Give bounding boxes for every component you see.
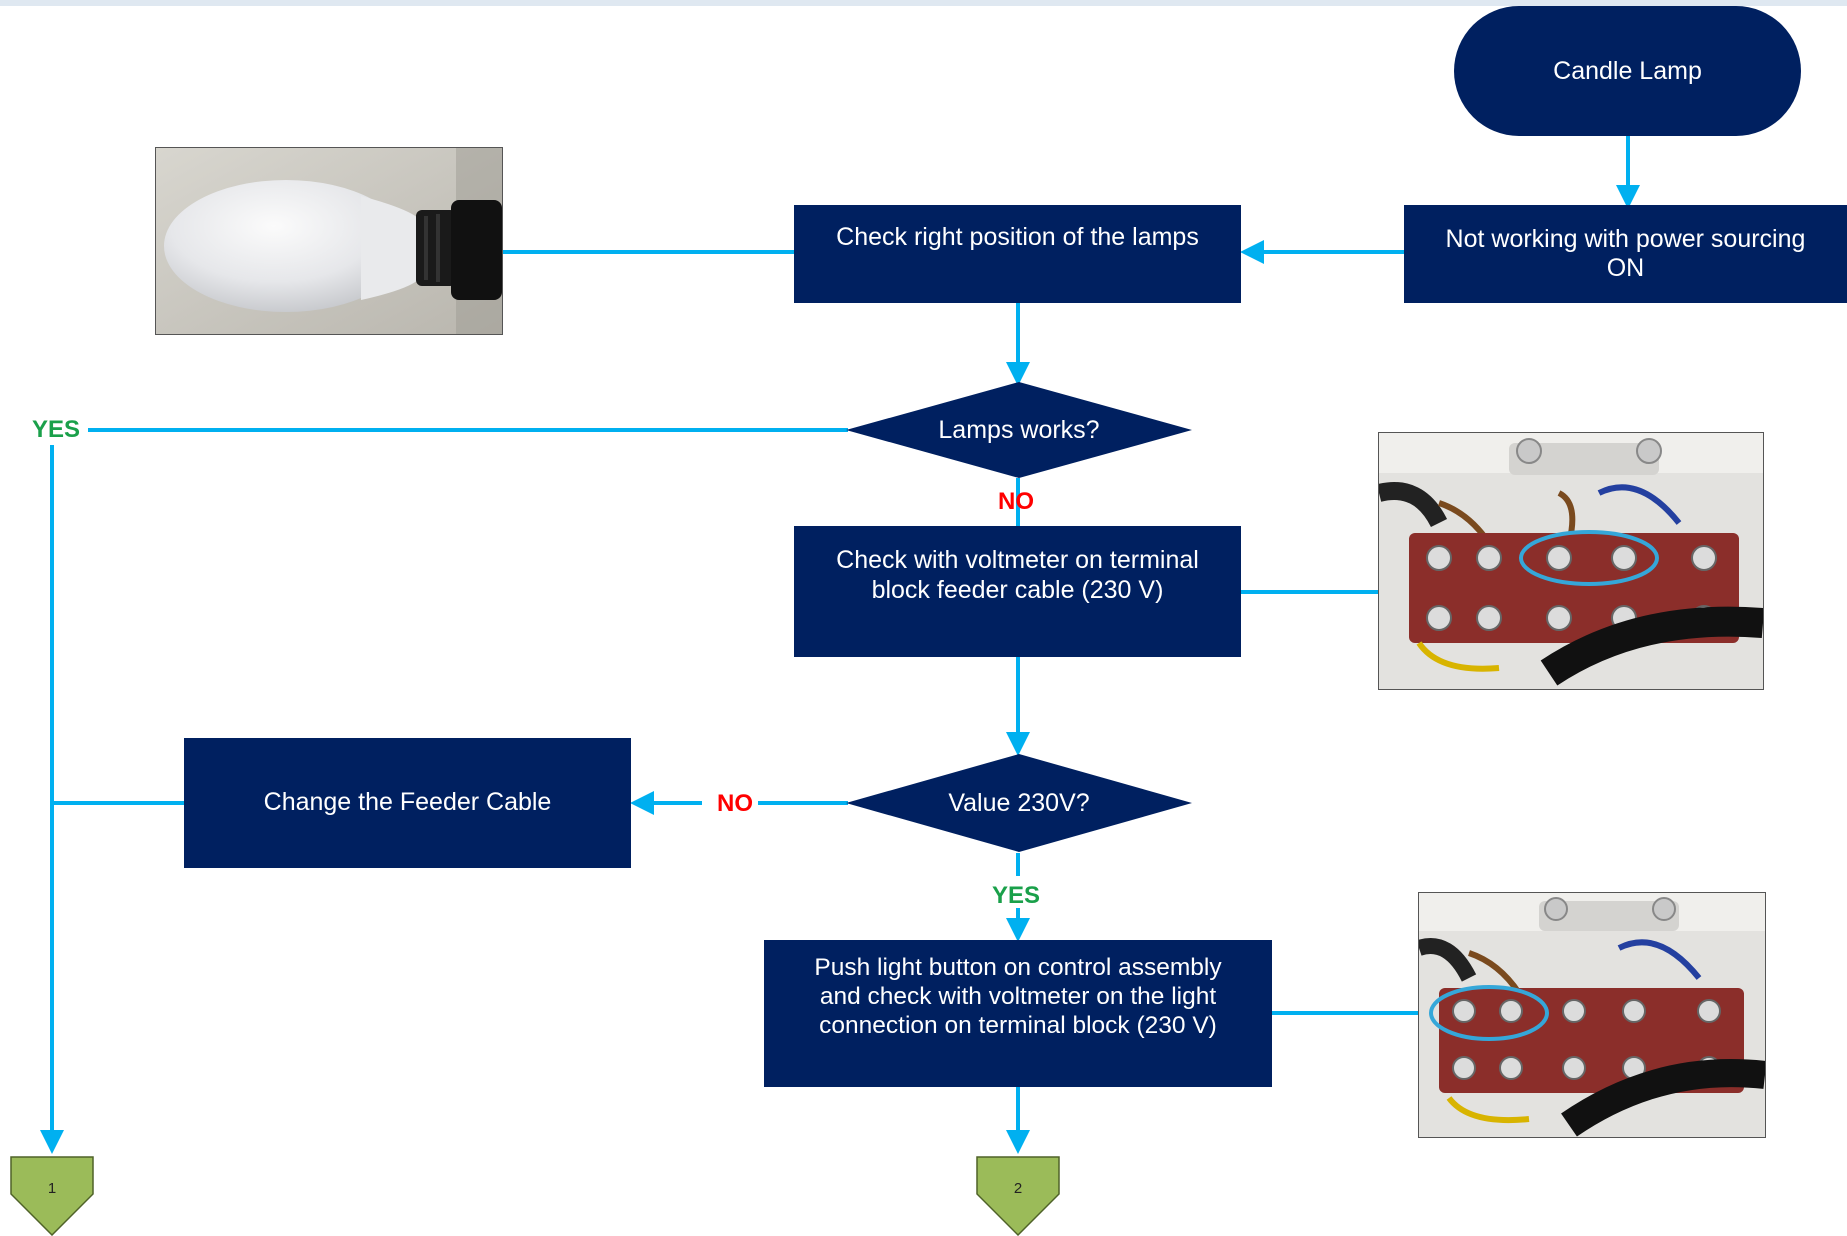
edge-label-value-yes: YES	[992, 882, 1041, 909]
step-not-working: Not working with power sourcing ON	[1404, 205, 1847, 303]
off-page-connector-2: 2	[976, 1156, 1060, 1236]
candle-lamp-photo	[155, 147, 503, 335]
edge-label-lamps-no: NO	[998, 488, 1034, 515]
decision-value-230: Value 230V?	[846, 754, 1192, 852]
start-terminator: Candle Lamp	[1454, 6, 1801, 136]
decision-lamps-works-label: Lamps works?	[938, 415, 1100, 444]
step-not-working-label: Not working with power sourcing ON	[1445, 224, 1806, 283]
step-check-position: Check right position of the lamps	[794, 205, 1241, 303]
decision-value-230-label: Value 230V?	[948, 788, 1090, 817]
step-check-position-label: Check right position of the lamps	[836, 223, 1199, 251]
terminal-block-photo-light	[1418, 892, 1766, 1138]
decision-lamps-works: Lamps works?	[846, 382, 1192, 478]
off-page-connector-1-shape	[10, 1156, 94, 1236]
off-page-connector-1-label: 1	[47, 1180, 57, 1197]
terminal-block-photo-feeder	[1378, 432, 1764, 690]
edge-label-value-no: NO	[717, 790, 753, 817]
step-change-feeder-label: Change the Feeder Cable	[263, 788, 552, 817]
step-change-feeder: Change the Feeder Cable	[184, 738, 631, 868]
step-push-button: Push light button on control assembly an…	[764, 940, 1272, 1087]
start-label: Candle Lamp	[1553, 56, 1702, 85]
terminal-block-photo-feeder-image	[1379, 433, 1763, 689]
off-page-connector-2-label: 2	[1013, 1180, 1023, 1197]
step-check-voltmeter: Check with voltmeter on terminal block f…	[794, 526, 1241, 657]
candle-lamp-photo-image	[156, 148, 502, 334]
terminal-block-photo-light-image	[1419, 893, 1765, 1137]
off-page-connector-2-shape	[976, 1156, 1060, 1236]
off-page-connector-1: 1	[10, 1156, 94, 1236]
decision-lamps-works-shape	[846, 382, 1192, 478]
edge-label-lamps-yes: YES	[32, 416, 81, 443]
step-check-voltmeter-label: Check with voltmeter on terminal block f…	[836, 546, 1199, 604]
decision-value-230-shape	[846, 754, 1192, 852]
top-border	[0, 0, 1847, 6]
step-push-button-label: Push light button on control assembly an…	[814, 954, 1222, 1039]
